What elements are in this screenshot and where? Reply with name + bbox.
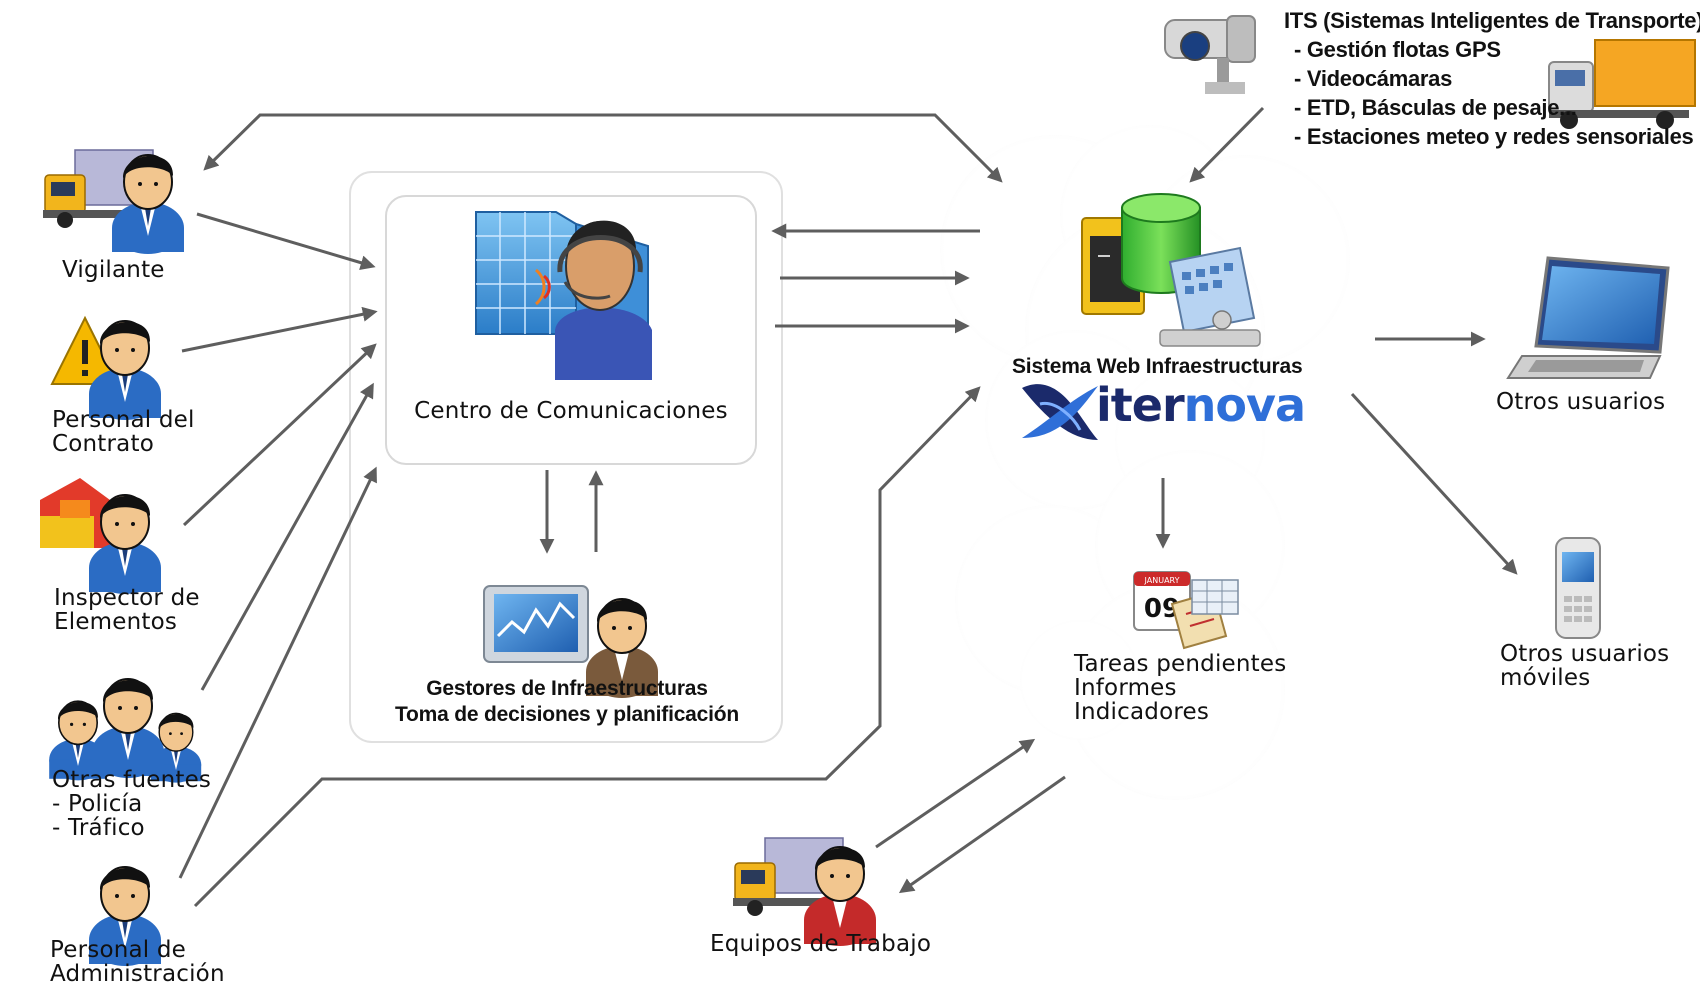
control-panel-icon [1159, 246, 1261, 347]
svg-text:JANUARY: JANUARY [1144, 576, 1180, 585]
arrow-vigilante-to-centro [196, 212, 376, 270]
camera-icon [1164, 15, 1256, 94]
arrow-system-to-vigilante [203, 113, 935, 171]
its-truck-icon [1548, 39, 1696, 129]
its-item: - Videocámaras [1294, 66, 1453, 91]
operator-headset-icon [534, 220, 652, 380]
elements-icon [40, 478, 110, 548]
its-item: - Estaciones meteo y redes sensoriales [1294, 124, 1694, 149]
iternova-logo-mark [1022, 384, 1098, 440]
mobile-phone-icon [1555, 537, 1601, 639]
flow-arrows [178, 106, 1518, 908]
monitor-chart-icon [483, 585, 589, 663]
task-list-icon [1170, 579, 1239, 650]
its-title: ITS (Sistemas Inteligentes de Transporte… [1284, 8, 1700, 33]
label-centro-comunicaciones: Centro de Comunicaciones [414, 398, 728, 424]
iternova-logo-text: iternova [1096, 378, 1306, 432]
arrow-top-to-system [260, 113, 1003, 183]
arrow-its-to-system [1189, 106, 1265, 183]
label-administracion: Personal de Administración [50, 937, 225, 987]
its-item: - ETD, Básculas de pesaje... [1294, 95, 1577, 120]
label-personal-contrato: Personal del Contrato [52, 407, 195, 457]
arrow-fuentes-to-centro [200, 382, 374, 691]
arrow-contrato-to-centro [181, 306, 378, 353]
arrow-admin-to-system [193, 386, 981, 908]
label-vigilante: Vigilante [62, 257, 165, 283]
equipos-person-icon [804, 846, 876, 946]
label-equipos-trabajo: Equipos de Trabajo [710, 931, 932, 957]
arrow-equipos-to-tareas [875, 738, 1036, 849]
label-otras-fuentes: Otras fuentes - Policía - Tráfico [52, 767, 212, 841]
arrow-inspector-to-centro [182, 343, 377, 527]
label-gestores: Gestores de Infraestructuras Toma de dec… [394, 677, 740, 726]
arrow-tareas-to-equipos [898, 775, 1066, 894]
label-usuarios-moviles: Otros usuarios móviles [1500, 641, 1670, 691]
arrow-system-to-moviles [1350, 392, 1518, 575]
its-description: ITS (Sistemas Inteligentes de Transporte… [1284, 6, 1700, 151]
label-inspector: Inspector de Elementos [54, 585, 200, 635]
its-item: - Gestión flotas GPS [1294, 37, 1501, 62]
laptop-icon [1506, 256, 1670, 379]
label-otros-usuarios: Otros usuarios [1496, 389, 1666, 415]
label-sistema-web: Sistema Web Infraestructuras [1012, 355, 1303, 378]
label-sistema-outputs: Tareas pendientes Informes Indicadores [1074, 651, 1287, 725]
gestor-person-icon [586, 598, 658, 698]
arrow-admin-to-centro [178, 466, 377, 879]
